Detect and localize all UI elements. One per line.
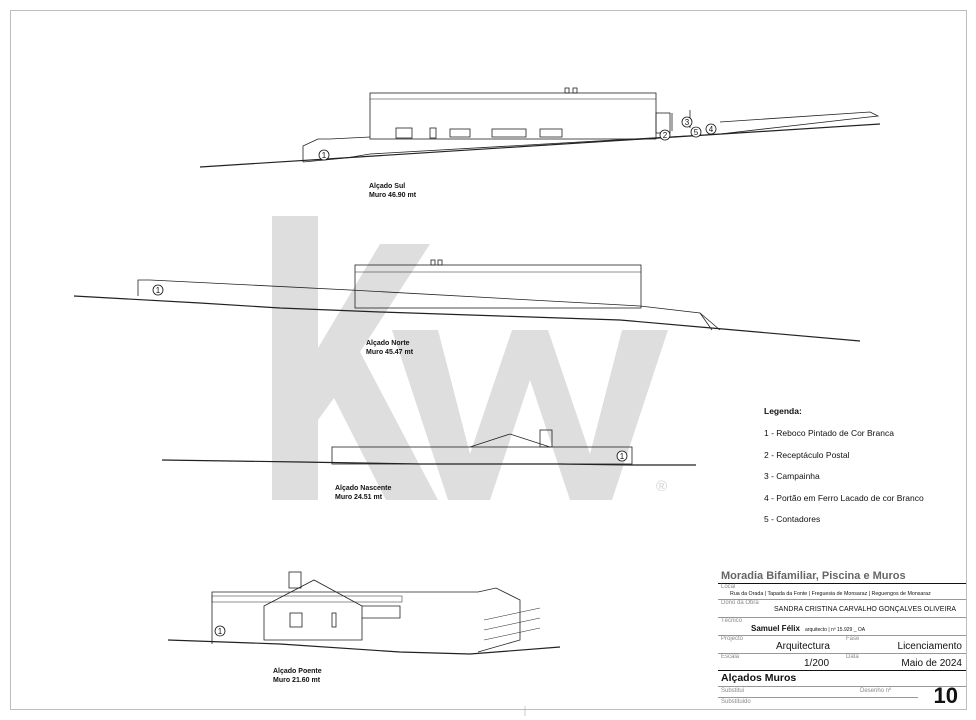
tech-name: Samuel Félix <box>751 624 800 633</box>
scale-label: Escala <box>721 654 740 660</box>
caption-wall: Muro 46.90 mt <box>369 192 417 199</box>
date-value: Maio de 2024 <box>901 658 962 669</box>
caption-nascente: Alçado Nascente Muro 24.51 mt <box>335 484 391 502</box>
marker-1-poente: 1 <box>214 625 226 637</box>
marker-1-sul: 1 <box>318 149 330 161</box>
owner-value: SANDRA CRISTINA CARVALHO GONÇALVES OLIVE… <box>774 606 957 613</box>
owner-label: Dono da Obra <box>721 600 759 606</box>
legend-title: Legenda: <box>764 406 802 416</box>
svg-text:2: 2 <box>663 131 668 140</box>
local-label: Local <box>721 584 736 590</box>
project-title: Moradia Bifamiliar, Piscina e Muros <box>721 570 906 582</box>
svg-text:3: 3 <box>685 118 690 127</box>
caption-wall: Muro 24.51 mt <box>335 494 383 501</box>
marker-1-nascente: 1 <box>616 450 628 462</box>
divider <box>718 653 966 654</box>
caption-poente: Alçado Poente Muro 21.60 mt <box>273 667 322 685</box>
marker-5: 5 <box>690 126 702 138</box>
tech-label: Técnico <box>721 618 743 624</box>
phase-value: Licenciamento <box>897 641 962 652</box>
caption-name: Alçado Norte <box>366 340 410 347</box>
tech-detail: arquitecto | nº 15.929 _ OA <box>805 627 866 633</box>
caption-wall: Muro 45.47 mt <box>366 349 414 356</box>
title-block: Moradia Bifamiliar, Piscina e Muros Loca… <box>718 568 966 710</box>
marker-3: 3 <box>681 116 693 128</box>
replaced-label: Substituido <box>721 699 751 705</box>
elevation-nascente <box>161 429 696 466</box>
phase-label: Fase <box>846 636 860 642</box>
marker-1-norte: 1 <box>152 284 164 296</box>
sheet-border <box>10 10 967 710</box>
elevation-poente <box>167 571 561 655</box>
local-value: Rua da Orada | Tapada da Fonte | Fregues… <box>730 591 931 597</box>
date-label: Data <box>846 654 859 660</box>
divider <box>718 697 918 698</box>
legend: Legenda: 1 - Reboco Pintado de Cor Branc… <box>764 406 924 536</box>
divider <box>718 599 966 600</box>
legend-item: 5 - Contadores <box>764 514 821 524</box>
svg-text:1: 1 <box>322 151 327 160</box>
caption-norte: Alçado Norte Muro 45.47 mt <box>366 339 413 357</box>
elevation-sul <box>199 87 881 168</box>
elevation-norte <box>73 259 861 342</box>
project-value: Arquitectura <box>776 641 830 652</box>
scale-value: 1/200 <box>804 658 830 669</box>
svg-text:1: 1 <box>156 286 161 295</box>
divider <box>718 583 966 584</box>
caption-sul: Alçado Sul Muro 46.90 mt <box>369 182 416 200</box>
replaces-label: Substitui <box>721 688 745 694</box>
legend-item: 1 - Reboco Pintado de Cor Branca <box>764 428 894 438</box>
legend-item: 3 - Campainha <box>764 471 820 481</box>
caption-name: Alçado Nascente <box>335 485 392 492</box>
divider <box>718 635 966 636</box>
drawing-title: Alçados Muros <box>721 672 797 684</box>
svg-text:1: 1 <box>218 627 223 636</box>
divider <box>718 617 966 618</box>
caption-wall: Muro 21.60 mt <box>273 677 321 684</box>
svg-text:4: 4 <box>709 125 714 134</box>
svg-text:1: 1 <box>620 452 625 461</box>
drawing-number: 10 <box>933 683 958 708</box>
divider <box>718 670 966 671</box>
registered-mark: ® <box>656 478 668 495</box>
caption-name: Alçado Sul <box>369 183 406 190</box>
marker-4: 4 <box>705 123 717 135</box>
legend-item: 2 - Receptáculo Postal <box>764 449 850 460</box>
divider <box>718 686 966 687</box>
marker-2: 2 <box>659 129 671 141</box>
drawing-no-label: Desenho nº <box>860 688 892 694</box>
legend-item: 4 - Portão em Ferro Lacado de cor Branco <box>764 492 924 503</box>
project-label: Projecto <box>721 636 744 642</box>
caption-name: Alçado Poente <box>273 668 322 675</box>
svg-text:5: 5 <box>694 128 699 137</box>
